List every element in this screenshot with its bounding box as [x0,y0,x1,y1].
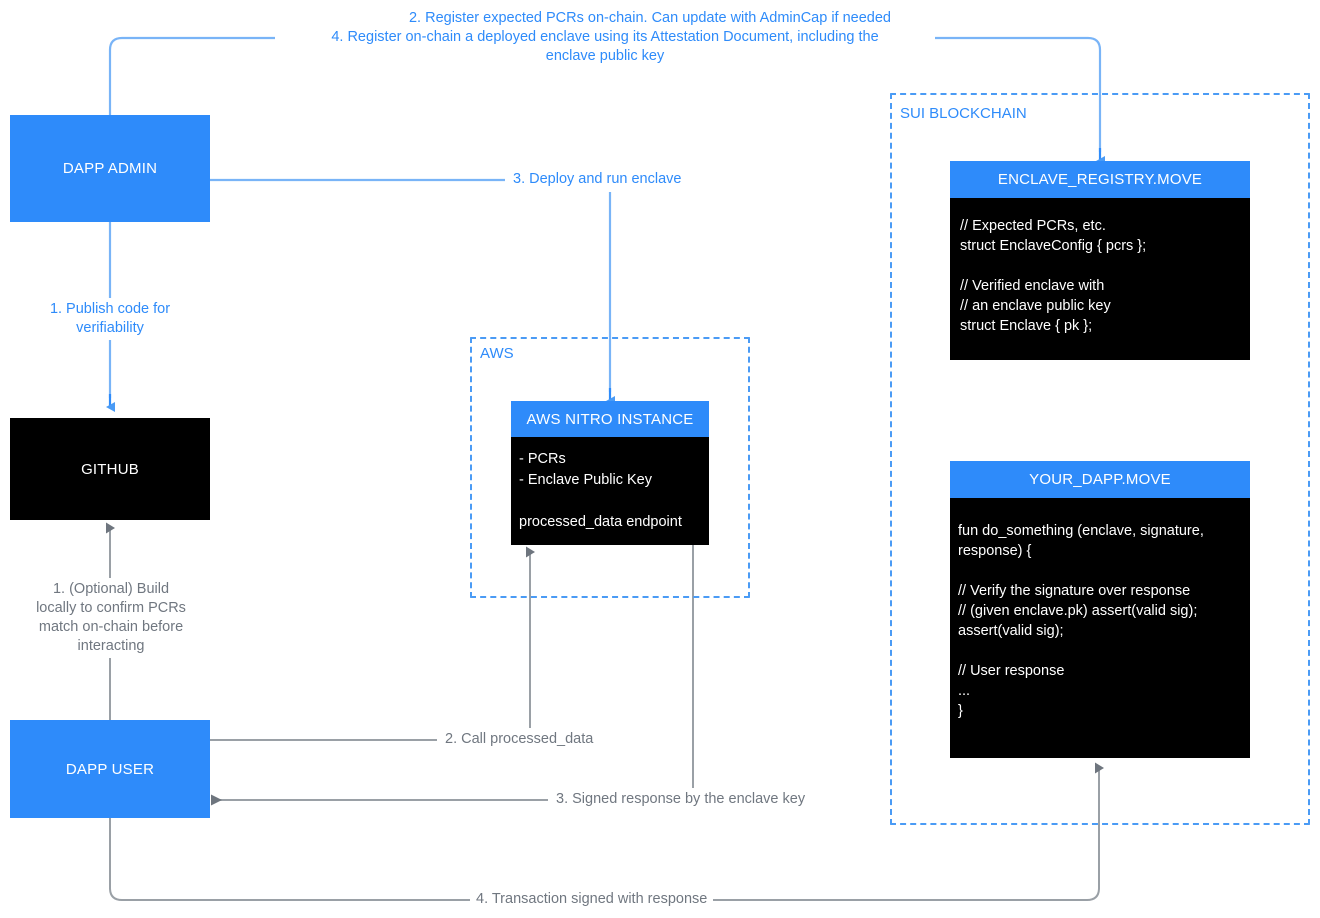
edge-label-build-locally: 1. (Optional) Build locally to confirm P… [18,578,204,658]
edge-label-publish-code: 1. Publish code for verifiability [20,298,200,340]
card-your-dapp-move-body: fun do_something (enclave, signature, re… [950,498,1250,758]
group-sui-blockchain [890,93,1310,825]
edge-label-signed-response: 3. Signed response by the enclave key [552,790,810,809]
card-aws-nitro-instance-body: - PCRs - Enclave Public Key processed_da… [511,437,709,545]
node-dapp-user[interactable]: DAPP USER [10,720,210,818]
card-enclave-registry-move-header: ENCLAVE_REGISTRY.MOVE [950,161,1250,198]
node-dapp-user-label: DAPP USER [65,760,155,778]
card-enclave-registry-move[interactable]: ENCLAVE_REGISTRY.MOVE // Expected PCRs, … [950,161,1250,360]
edge-label-register-pcrs: 2. Register expected PCRs on-chain. Can … [300,9,1000,28]
card-your-dapp-move[interactable]: YOUR_DAPP.MOVE fun do_something (enclave… [950,461,1250,758]
edge-label-deploy-enclave: 3. Deploy and run enclave [509,170,686,189]
group-aws-label: AWS [476,346,518,362]
node-github-label: GITHUB [81,460,139,478]
node-dapp-admin[interactable]: DAPP ADMIN [10,115,210,222]
node-github[interactable]: GITHUB [10,418,210,520]
group-aws [470,337,750,598]
card-enclave-registry-move-body: // Expected PCRs, etc. struct EnclaveCon… [950,198,1250,360]
edge-label-transaction-signed: 4. Transaction signed with response [470,890,714,909]
card-aws-nitro-instance[interactable]: AWS NITRO INSTANCE - PCRs - Enclave Publ… [511,401,709,545]
card-your-dapp-move-header: YOUR_DAPP.MOVE [950,461,1250,498]
edge-label-register-enclave: 4. Register on-chain a deployed enclave … [275,28,935,66]
edge-label-call-processed-data: 2. Call processed_data [441,730,598,749]
card-aws-nitro-instance-header: AWS NITRO INSTANCE [511,401,709,437]
node-dapp-admin-label: DAPP ADMIN [62,160,158,177]
group-sui-blockchain-label: SUI BLOCKCHAIN [896,106,1031,122]
